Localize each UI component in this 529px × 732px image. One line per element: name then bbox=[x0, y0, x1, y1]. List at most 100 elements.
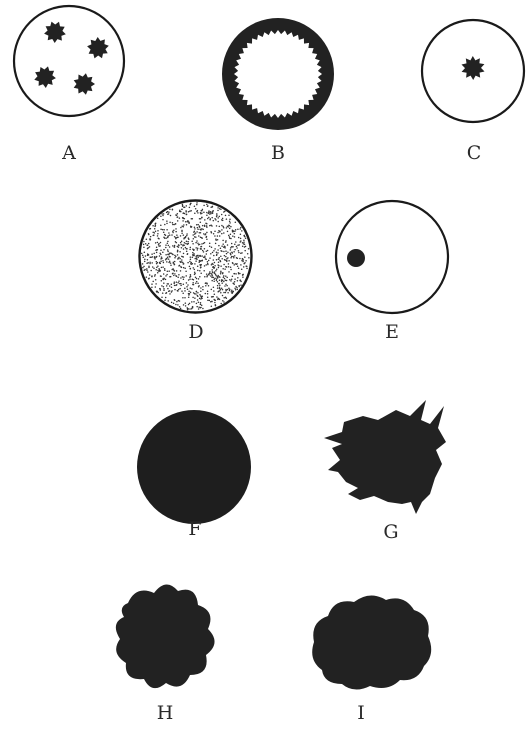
stipple-dot bbox=[211, 269, 213, 271]
stipple-dot bbox=[145, 243, 147, 245]
stipple-dot bbox=[240, 281, 242, 283]
stipple-dot bbox=[226, 260, 228, 262]
stipple-dot bbox=[231, 290, 233, 292]
stipple-dot bbox=[154, 228, 156, 230]
stipple-dot bbox=[238, 250, 240, 252]
stipple-dot bbox=[218, 267, 220, 269]
stipple-dot bbox=[199, 298, 201, 300]
stipple-dot bbox=[201, 243, 203, 245]
stipple-dot bbox=[145, 255, 147, 257]
stipple-dot bbox=[221, 233, 223, 235]
stipple-dot bbox=[150, 239, 152, 241]
panel-h-label: H bbox=[145, 704, 185, 723]
stipple-dot bbox=[160, 276, 162, 278]
stipple-dot bbox=[181, 209, 183, 211]
stipple-dot bbox=[204, 265, 206, 267]
stipple-dot bbox=[225, 289, 227, 291]
stipple-dot bbox=[205, 285, 207, 287]
stipple-dot bbox=[214, 271, 216, 273]
stipple-dot bbox=[218, 262, 220, 264]
stipple-dot bbox=[183, 304, 185, 306]
panel-h-shape bbox=[110, 577, 222, 695]
stipple-dot bbox=[237, 289, 239, 291]
stipple-dot bbox=[210, 253, 212, 255]
stipple-dot bbox=[224, 268, 226, 270]
panel-g-shape bbox=[318, 398, 463, 523]
stipple-dot bbox=[167, 249, 169, 251]
stipple-dot bbox=[201, 237, 203, 239]
stipple-dot bbox=[205, 264, 207, 266]
stipple-dot bbox=[186, 214, 188, 216]
stipple-dot bbox=[241, 230, 243, 232]
stipple-dot bbox=[229, 221, 231, 223]
stipple-dot bbox=[187, 284, 189, 286]
stipple-dot bbox=[200, 218, 202, 220]
stipple-dot bbox=[203, 243, 205, 245]
panel-d-shape bbox=[137, 198, 254, 315]
stipple-dot bbox=[216, 296, 218, 298]
stipple-dot bbox=[190, 247, 192, 249]
stipple-dot bbox=[155, 242, 157, 244]
panel-c-shape bbox=[420, 18, 526, 124]
stipple-dot bbox=[204, 276, 206, 278]
stipple-dot bbox=[171, 302, 173, 304]
stipple-dot bbox=[177, 236, 179, 238]
stipple-dot bbox=[162, 215, 164, 217]
stipple-dot bbox=[245, 260, 247, 262]
stipple-dot bbox=[248, 248, 250, 250]
stipple-dot bbox=[183, 234, 185, 236]
stipple-dot bbox=[159, 255, 161, 257]
stipple-dot bbox=[205, 233, 207, 235]
stipple-dot bbox=[204, 248, 206, 250]
stipple-dot bbox=[213, 250, 215, 252]
stipple-dot bbox=[151, 283, 153, 285]
stipple-dot bbox=[177, 277, 179, 279]
stipple-dot bbox=[204, 219, 206, 221]
stipple-dot bbox=[175, 275, 177, 277]
stipple-dot bbox=[150, 270, 152, 272]
stipple-dot bbox=[223, 297, 225, 299]
stipple-dot bbox=[222, 268, 224, 270]
stipple-dot bbox=[172, 245, 174, 247]
stipple-dot bbox=[191, 241, 193, 243]
stipple-dot bbox=[166, 274, 168, 276]
stipple-dot bbox=[177, 216, 179, 218]
stipple-dot bbox=[219, 279, 221, 281]
stipple-dot bbox=[200, 212, 202, 214]
stipple-dot bbox=[173, 283, 175, 285]
stipple-dot bbox=[181, 247, 183, 249]
stipple-dot bbox=[229, 238, 231, 240]
stipple-dot bbox=[158, 268, 160, 270]
stipple-dot bbox=[227, 226, 229, 228]
stipple-dot bbox=[188, 239, 190, 241]
stipple-dot bbox=[151, 275, 153, 277]
stipple-dot bbox=[157, 265, 159, 267]
stipple-dot bbox=[180, 261, 182, 263]
stipple-dot bbox=[213, 259, 215, 261]
stipple-dot bbox=[183, 276, 185, 278]
stipple-dot bbox=[197, 248, 199, 250]
stipple-dot bbox=[156, 246, 158, 248]
stipple-dot bbox=[200, 221, 202, 223]
stipple-dot bbox=[168, 270, 170, 272]
stipple-dot bbox=[234, 244, 236, 246]
stipple-dot bbox=[148, 233, 150, 235]
stipple-dot bbox=[176, 301, 178, 303]
stipple-dot bbox=[190, 203, 192, 205]
stipple-dot bbox=[216, 213, 218, 215]
stipple-dot bbox=[165, 275, 167, 277]
stipple-dot bbox=[160, 261, 162, 263]
stipple-dot bbox=[238, 272, 240, 274]
stipple-dot bbox=[195, 260, 197, 262]
stipple-dot bbox=[209, 219, 211, 221]
stipple-dot bbox=[183, 263, 185, 265]
stipple-dot bbox=[219, 276, 221, 278]
stipple-dot bbox=[170, 215, 172, 217]
stipple-dot bbox=[217, 207, 219, 209]
stipple-dot bbox=[216, 214, 218, 216]
stipple-dot bbox=[190, 210, 192, 212]
stipple-dot bbox=[190, 268, 192, 270]
stipple-dot bbox=[210, 275, 212, 277]
stipple-dot bbox=[149, 228, 151, 230]
stipple-dot bbox=[170, 253, 172, 255]
